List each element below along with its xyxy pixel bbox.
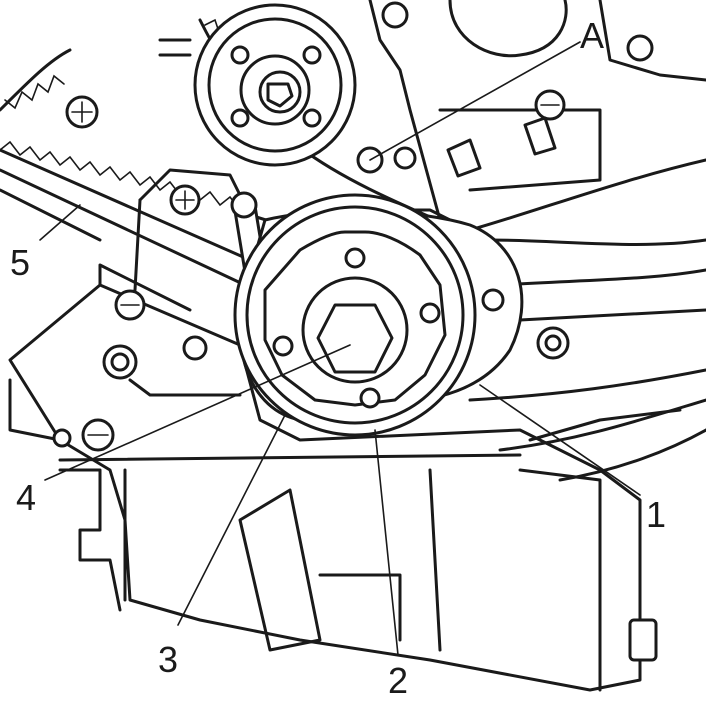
leader-2	[374, 429, 399, 656]
leader-4	[44, 344, 351, 481]
bolt-cover-left	[169, 184, 201, 216]
callout-5: 5	[10, 242, 30, 283]
bolt-side-b	[102, 344, 138, 380]
bolt-right-mid	[536, 326, 570, 360]
callout-3: 3	[158, 639, 178, 680]
leader-lines	[39, 41, 641, 656]
bolt-upper-left	[65, 95, 99, 129]
bolt-top-a	[381, 1, 409, 29]
leader-a	[369, 41, 581, 161]
bolt-side-c	[182, 335, 208, 361]
callout-1: 1	[646, 494, 666, 535]
bolt-cover-right	[534, 89, 566, 121]
crankshaft-sprocket	[233, 193, 477, 437]
callout-labels: A 1 2 3 4 5	[10, 15, 666, 701]
leader-3	[177, 414, 286, 626]
callout-a: A	[580, 15, 604, 56]
bolt-lower-small	[52, 428, 72, 448]
dowel-b	[393, 146, 417, 170]
bolt-side-a	[114, 289, 146, 321]
tensioner-pulley	[158, 3, 357, 167]
bolt-top-b	[626, 34, 654, 62]
leader-1	[479, 384, 641, 496]
bolts	[52, 1, 654, 452]
bolt-lower-left	[81, 418, 115, 452]
callout-4: 4	[16, 477, 36, 518]
leader-5	[39, 204, 81, 241]
oil-pan	[8, 283, 658, 692]
callout-2: 2	[388, 660, 408, 701]
